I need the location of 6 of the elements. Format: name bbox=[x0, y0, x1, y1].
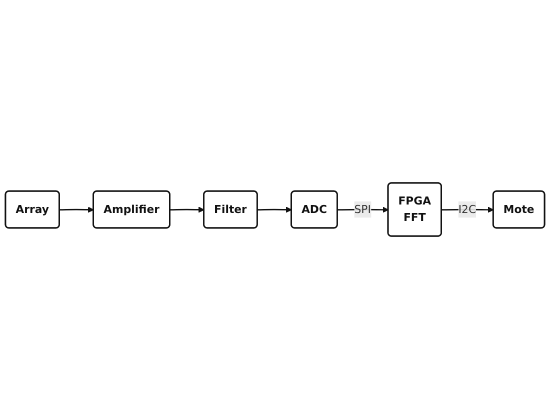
arrow bbox=[258, 206, 292, 213]
edge-label: SPI bbox=[354, 202, 371, 216]
edge-label: I2C bbox=[458, 202, 476, 216]
arrow bbox=[60, 206, 94, 213]
arrow bbox=[170, 206, 204, 213]
arrow bbox=[442, 206, 494, 213]
